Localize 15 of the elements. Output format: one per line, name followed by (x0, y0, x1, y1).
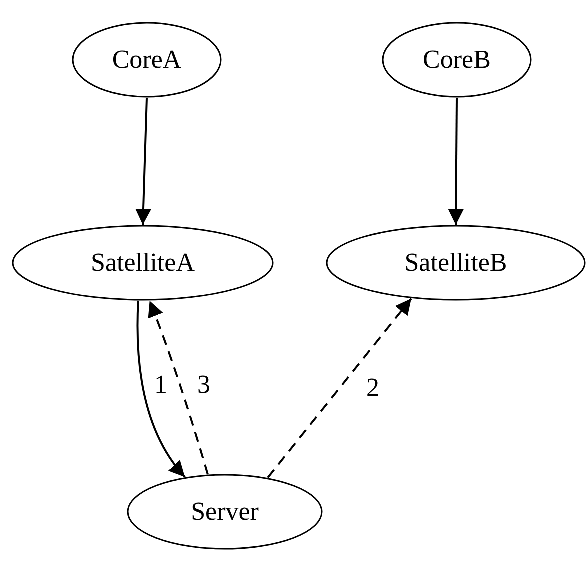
ellipse-node (326, 225, 586, 301)
ellipse-node (127, 474, 323, 550)
ellipse-node (72, 22, 222, 98)
node-label: Server (191, 497, 259, 527)
ellipse-node (12, 225, 274, 301)
arrow (148, 300, 209, 475)
node-label: SatelliteA (91, 248, 195, 278)
node-label: CoreA (112, 45, 182, 75)
node-label: CoreB (423, 45, 491, 75)
node-label: SatelliteB (404, 248, 508, 278)
arrow (136, 98, 152, 226)
arrow (448, 98, 464, 225)
arrow (267, 298, 412, 478)
arrow (136, 300, 186, 478)
ellipse-node (382, 22, 532, 98)
